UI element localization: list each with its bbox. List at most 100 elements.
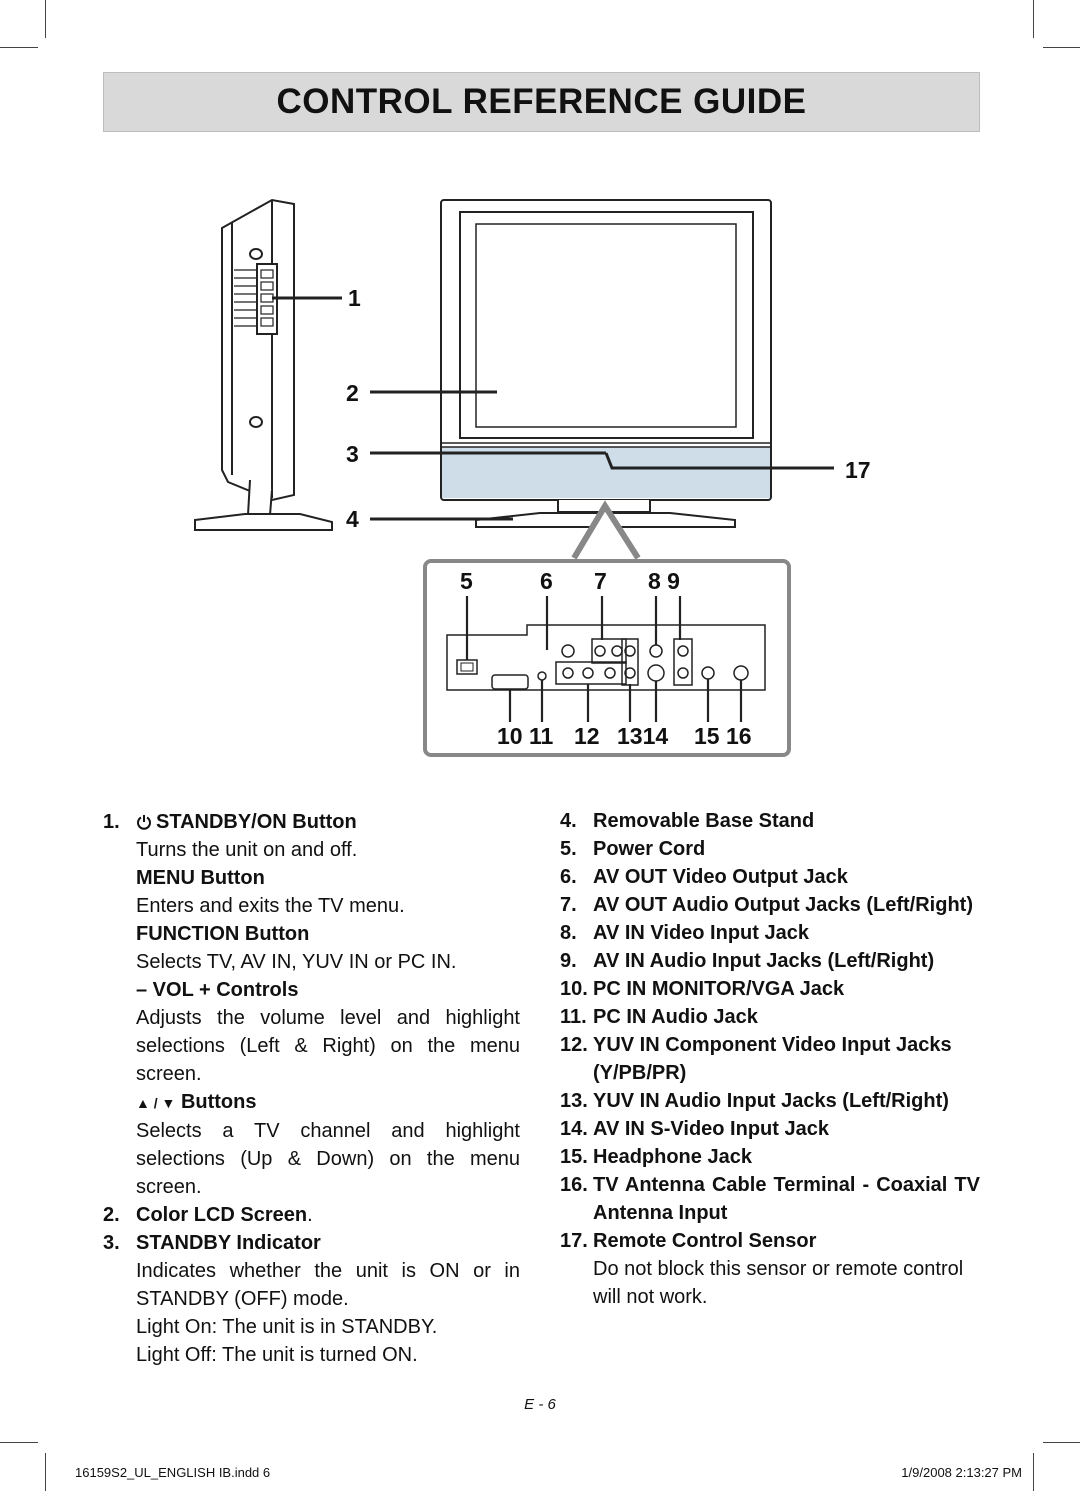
list-item: 9. AV IN Audio Input Jacks (Left/Right) (560, 947, 980, 975)
callout-17: 17 (845, 457, 871, 483)
item-title: TV Antenna Cable Terminal - Coaxial TV A… (593, 1174, 980, 1224)
list-item: 7. AV OUT Audio Output Jacks (Left/Right) (560, 891, 980, 919)
item-number: 4. (560, 810, 577, 832)
item-number: 8. (560, 922, 577, 944)
list-item: 3. STANDBY Indicator (103, 1229, 520, 1257)
crop-mark (0, 47, 38, 48)
file-slug: 16159S2_UL_ENGLISH IB.indd 6 (75, 1465, 271, 1480)
item-number: 2. (103, 1204, 120, 1226)
item-description: Do not block this sensor or remote contr… (593, 1258, 964, 1308)
callout-7: 7 (594, 568, 607, 594)
list-item: 6. AV OUT Video Output Jack (560, 863, 980, 891)
item-number: 17. (560, 1230, 588, 1252)
left-column: 1. STANDBY/ON Button Turns the unit on a… (103, 808, 520, 1369)
date-slug: 1/9/2008 2:13:27 PM (901, 1465, 1022, 1480)
item-number: 16. (560, 1174, 588, 1196)
item-description: Adjusts the volume level and highlight s… (136, 1007, 520, 1085)
crop-mark (45, 1453, 46, 1491)
callout-8-9: 8 9 (648, 568, 680, 594)
callout-3: 3 (346, 441, 359, 467)
callout-15-16: 15 16 (694, 723, 752, 749)
item-description: Enters and exits the TV menu. (136, 895, 405, 917)
item-number: 12. (560, 1034, 588, 1056)
item-title: AV IN S-Video Input Jack (593, 1118, 829, 1140)
item-title: PC IN Audio Jack (593, 1006, 758, 1028)
crop-mark (1033, 1453, 1034, 1491)
right-column: 4. Removable Base Stand 5. Power Cord 6. AV… (560, 807, 980, 1311)
list-item: 1. STANDBY/ON Button (103, 808, 520, 836)
item-suffix: . (307, 1204, 313, 1226)
item-title: YUV IN Audio Input Jacks (Left/Right) (593, 1090, 949, 1112)
leader-lines (272, 296, 834, 521)
item-description: Selects a TV channel and highlight selec… (136, 1120, 520, 1198)
item-title: STANDBY Indicator (136, 1232, 321, 1254)
up-down-arrows-icon: ▲ / ▼ (136, 1095, 176, 1111)
item-title: – VOL + Controls (136, 979, 299, 1001)
item-description: Indicates whether the unit is ON or in S… (136, 1260, 520, 1310)
item-number: 15. (560, 1146, 588, 1168)
callout-2: 2 (346, 380, 359, 406)
power-icon (137, 815, 151, 830)
tv-side-view (194, 198, 333, 531)
item-title: MENU Button (136, 867, 265, 889)
callout-13-14: 1314 (617, 723, 668, 749)
callout-4: 4 (346, 506, 359, 532)
list-item: 11. PC IN Audio Jack (560, 1003, 980, 1031)
item-number: 1. (103, 811, 120, 833)
item-number: 13. (560, 1090, 588, 1112)
list-item: 15.Headphone Jack (560, 1143, 980, 1171)
item-number: 7. (560, 894, 577, 916)
list-item: 4. Removable Base Stand (560, 807, 980, 835)
item-title: Power Cord (593, 838, 706, 860)
item-title: AV OUT Video Output Jack (593, 866, 848, 888)
crop-mark (1043, 1442, 1080, 1443)
item-title: Headphone Jack (593, 1146, 752, 1168)
item-title: PC IN MONITOR/VGA Jack (593, 978, 845, 1000)
item-title: Remote Control Sensor (593, 1230, 817, 1252)
list-item: 2. Color LCD Screen. (103, 1201, 520, 1229)
item-number: 3. (103, 1232, 120, 1254)
item-number: 9. (560, 950, 577, 972)
buttons-title: Buttons (180, 1091, 257, 1113)
list-item: 16.TV Antenna Cable Terminal - Coaxial T… (560, 1171, 980, 1227)
callout-12: 12 (574, 723, 600, 749)
item-title: STANDBY/ON Button (156, 811, 357, 833)
item-title: Removable Base Stand (593, 810, 815, 832)
item-title: AV IN Video Input Jack (593, 922, 809, 944)
item-description: Selects TV, AV IN, YUV IN or PC IN. (136, 951, 457, 973)
item-description: Turns the unit on and off. (136, 839, 358, 861)
item-title: Color LCD Screen (136, 1204, 308, 1226)
page-number: E - 6 (524, 1396, 556, 1413)
page-title: CONTROL REFERENCE GUIDE (276, 82, 807, 121)
item-description: Light Off: The unit is turned ON. (136, 1344, 418, 1366)
list-item: 10.PC IN MONITOR/VGA Jack (560, 975, 980, 1003)
tv-front-view (440, 199, 772, 528)
item-title: AV OUT Audio Output Jacks (Left/Right) (593, 894, 973, 916)
callout-10-11: 10 11 (497, 723, 553, 749)
tv-diagram: 1 2 3 4 17 5 6 7 8 9 10 11 12 1314 15 16 (194, 198, 871, 757)
callout-5: 5 (460, 568, 473, 594)
item-description: Light On: The unit is in STANDBY. (136, 1316, 438, 1338)
item-title: FUNCTION Button (136, 923, 310, 945)
title-banner: CONTROL REFERENCE GUIDE (103, 72, 980, 132)
list-item: 13.YUV IN Audio Input Jacks (Left/Right) (560, 1087, 980, 1115)
item-number: 10. (560, 978, 588, 1000)
crop-mark (1043, 47, 1080, 48)
crop-mark (0, 1442, 38, 1443)
item-number: 14. (560, 1118, 588, 1140)
rear-panel-callout (423, 500, 791, 757)
callout-1: 1 (348, 285, 361, 311)
list-item: 14.AV IN S-Video Input Jack (560, 1115, 980, 1143)
item-number: 5. (560, 838, 577, 860)
item-title: ▲ / ▼ Buttons (103, 1088, 520, 1117)
list-item: 17.Remote Control Sensor (560, 1227, 980, 1255)
item-title: AV IN Audio Input Jacks (Left/Right) (593, 950, 935, 972)
item-title: YUV IN Component Video Input Jacks (Y/PB… (593, 1034, 952, 1084)
crop-mark (1033, 0, 1034, 38)
item-number: 6. (560, 866, 577, 888)
list-item: 5. Power Cord (560, 835, 980, 863)
item-number: 11. (560, 1006, 587, 1028)
callout-6: 6 (540, 568, 553, 594)
crop-mark (45, 0, 46, 38)
list-item: 12.YUV IN Component Video Input Jacks (Y… (560, 1031, 980, 1087)
